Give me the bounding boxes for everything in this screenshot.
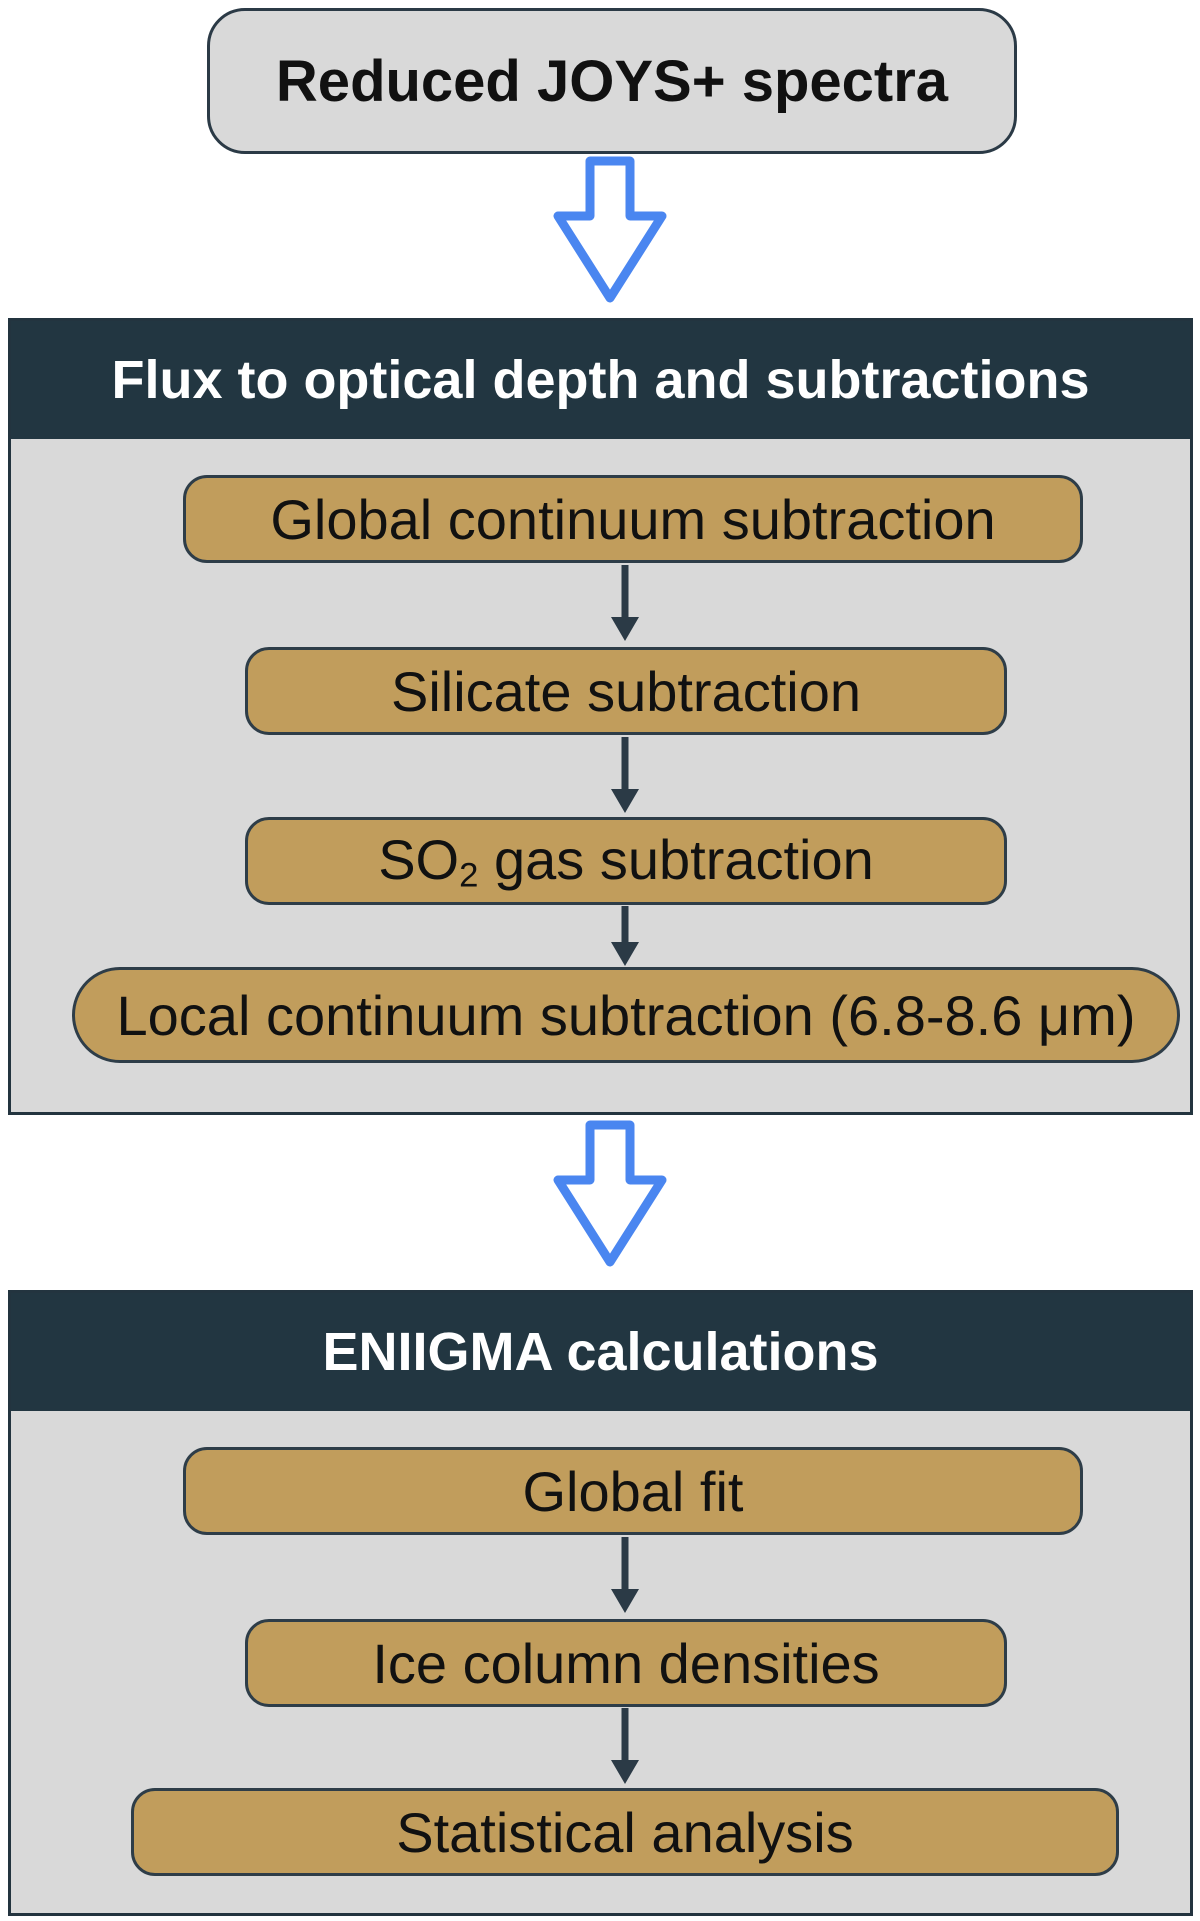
- step-so2-gas-subtraction: SO2 gas subtraction: [245, 817, 1007, 905]
- down-arrow-icon: [611, 565, 639, 641]
- input-box: Reduced JOYS+ spectra: [207, 8, 1017, 154]
- down-arrow-icon: [611, 906, 639, 966]
- step-global-fit: Global fit: [183, 1447, 1083, 1535]
- input-box-label: Reduced JOYS+ spectra: [275, 48, 949, 114]
- down-arrow-icon: [611, 1708, 639, 1784]
- step-ice-column-densities: Ice column densities: [245, 1619, 1007, 1707]
- step-silicate-subtraction: Silicate subtraction: [245, 647, 1007, 735]
- step-statistical-analysis: Statistical analysis: [131, 1788, 1119, 1876]
- so2-step-label: SO2 gas subtraction: [378, 827, 874, 895]
- section-eniigma-title: ENIIGMA calculations: [11, 1293, 1190, 1411]
- hollow-down-arrow-icon: [553, 156, 667, 303]
- step-local-continuum-subtraction: Local continuum subtraction (6.8-8.6 μm): [72, 967, 1180, 1063]
- hollow-down-arrow-icon: [553, 1120, 667, 1267]
- down-arrow-icon: [611, 737, 639, 813]
- down-arrow-icon: [611, 1537, 639, 1613]
- section-optical-depth-title: Flux to optical depth and subtractions: [11, 321, 1190, 439]
- step-global-continuum-subtraction: Global continuum subtraction: [183, 475, 1083, 563]
